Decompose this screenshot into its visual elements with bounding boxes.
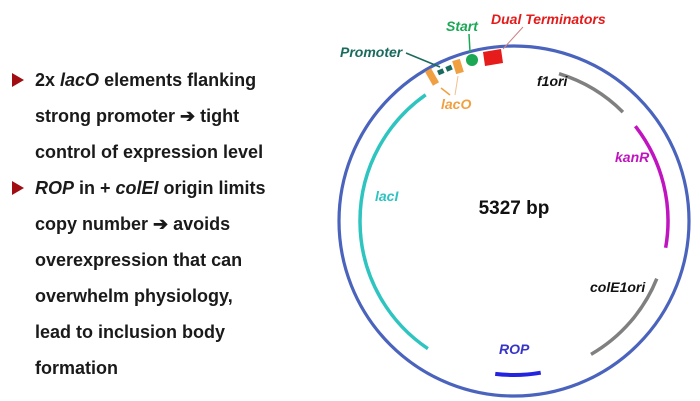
label-rop: ROP [499, 341, 530, 357]
bullet-text-line: overwhelm physiology, [35, 278, 330, 314]
bullet-rop-copy-number: ROP in + colEI origin limits copy number … [10, 170, 330, 386]
terminators-leader-line [502, 26, 524, 50]
text-segment: overwhelm physiology, [35, 286, 233, 306]
text-segment: formation [35, 358, 118, 378]
label-promoter: Promoter [340, 44, 404, 60]
label-laco: lacO [441, 96, 471, 112]
text-segment: 2x [35, 70, 61, 90]
promoter-leader-line [405, 52, 441, 68]
laco-leader-right [454, 75, 459, 96]
bullet-text-line: lead to inclusion body [35, 314, 330, 350]
bullet-lines: 2x lacO elements flanking strong promoter… [35, 62, 330, 170]
feature-arc-f1ori [558, 72, 625, 114]
bullet-text-line: strong promoter ➔ tight [35, 98, 330, 134]
plasmid-size-label: 5327 bp [479, 198, 550, 219]
plasmid-backbone [337, 44, 691, 398]
label-dual-terminators: Dual Terminators [491, 11, 606, 27]
label-f1ori: f1ori [537, 73, 568, 89]
italic-term: colEI [115, 178, 159, 198]
dual-terminators-box [483, 49, 503, 66]
bullet-list: 2x lacO elements flanking strong promoter… [10, 62, 330, 386]
italic-term: ROP [35, 178, 75, 198]
text-segment: overexpression that can [35, 250, 243, 270]
laco-box-left [424, 68, 440, 86]
bullet-text-line: 2x lacO elements flanking [35, 62, 330, 98]
bullet-text-line: copy number ➔ avoids [35, 206, 330, 242]
text-segment: elements flanking [99, 70, 257, 90]
bullet-text-line: ROP in + colEI origin limits [35, 170, 330, 206]
feature-arc-kanr [633, 125, 670, 249]
promoter-mark [437, 64, 453, 76]
text-segment: origin limits [158, 178, 266, 198]
label-laci: lacI [375, 188, 399, 204]
feature-arc-rop [494, 370, 542, 377]
laco-box-right [452, 58, 464, 75]
text-segment: copy number ➔ avoids [35, 214, 231, 234]
label-start: Start [446, 18, 479, 34]
bullet-text-line: formation [35, 350, 330, 386]
label-kanr: kanR [615, 149, 650, 165]
start-marker [466, 54, 478, 66]
feature-arc-laci [358, 93, 429, 351]
bullet-text-line: overexpression that can [35, 242, 330, 278]
feature-arcs [358, 72, 670, 377]
triangle-bullet-icon [12, 181, 24, 195]
text-segment: control of expression level [35, 142, 264, 162]
bullet-laco-promoter: 2x lacO elements flanking strong promoter… [10, 62, 330, 170]
italic-term: lacO [60, 70, 100, 90]
text-segment: strong promoter ➔ tight [35, 106, 240, 126]
laco-leader-left [440, 87, 451, 96]
bullet-text-line: control of expression level [35, 134, 330, 170]
label-cole1ori: colE1ori [590, 279, 646, 295]
start-leader-line [468, 33, 471, 53]
text-segment: lead to inclusion body [35, 322, 226, 342]
feature-arc-cole1ori [590, 278, 659, 356]
text-segment: in + [74, 178, 116, 198]
triangle-bullet-icon [12, 73, 24, 87]
bullet-lines: ROP in + colEI origin limits copy number … [35, 170, 330, 386]
